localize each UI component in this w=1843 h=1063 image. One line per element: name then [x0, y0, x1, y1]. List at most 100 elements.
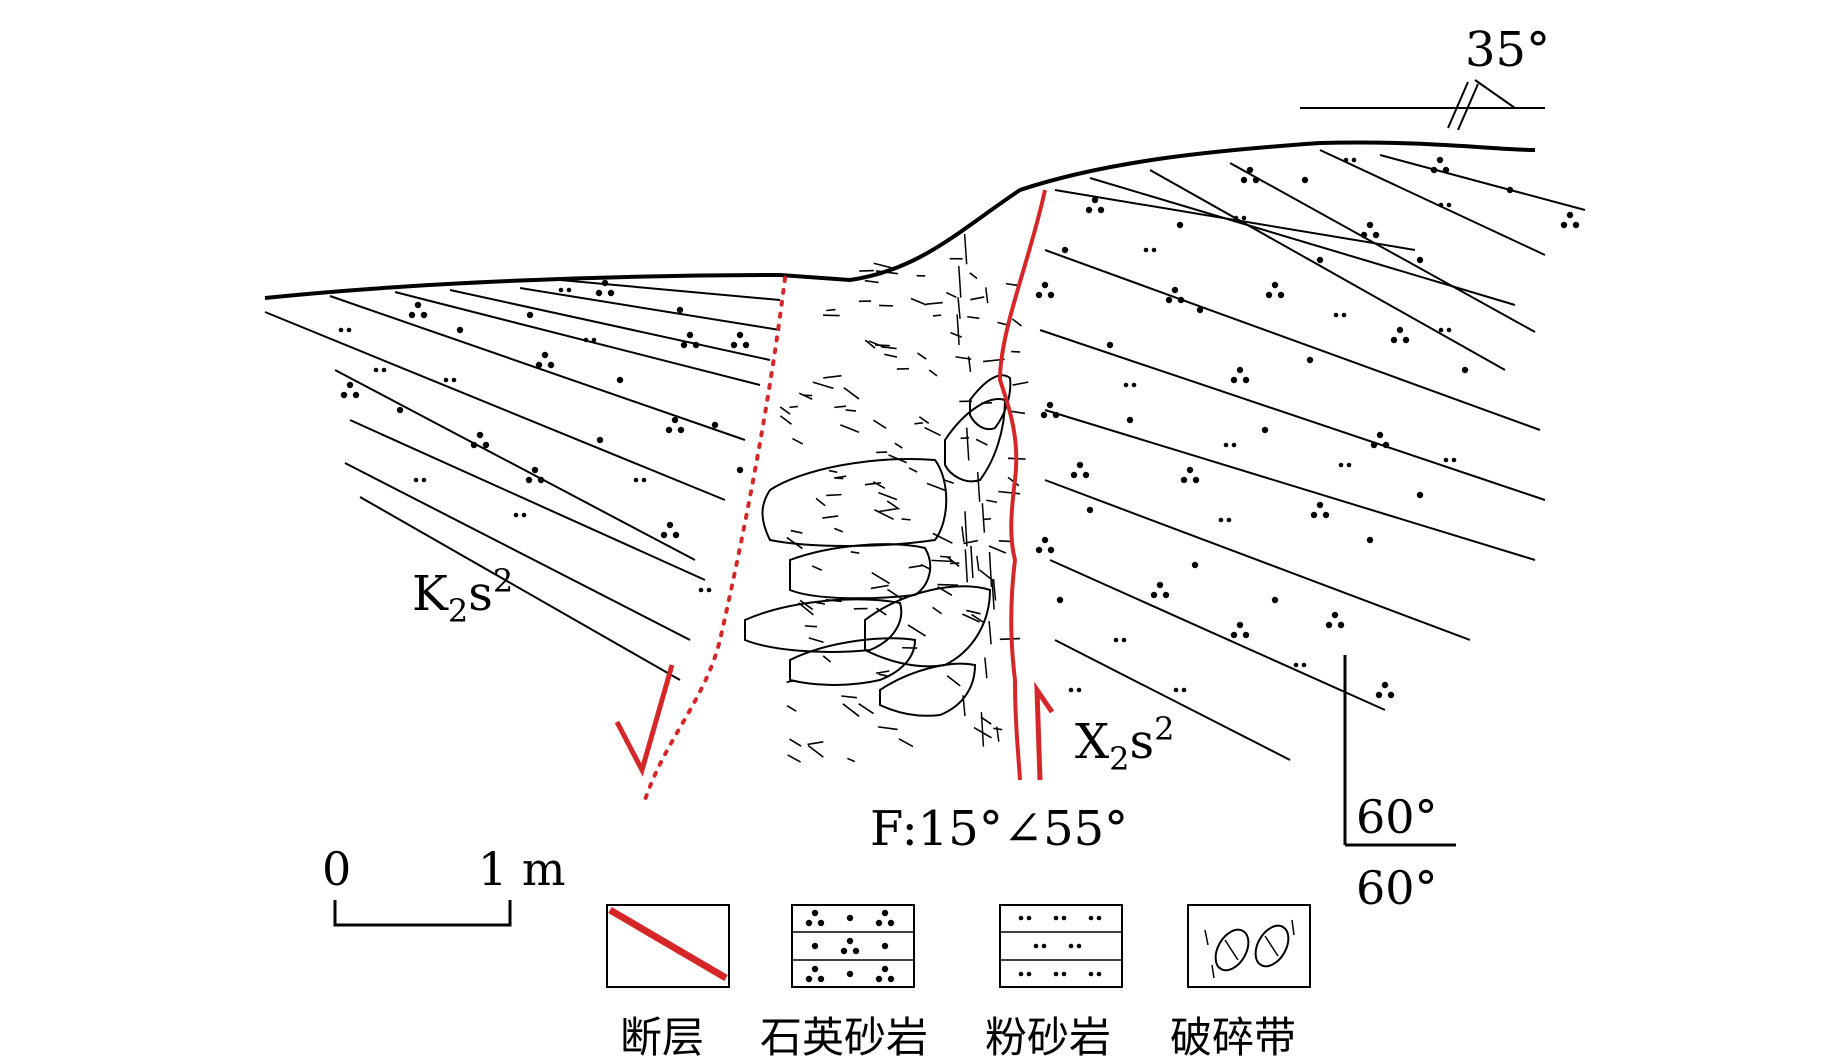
bedding-line — [1044, 479, 1471, 641]
breccia-shard — [961, 526, 965, 543]
rock-dot — [1366, 221, 1374, 229]
rock-dot — [1252, 176, 1260, 184]
rock-dot — [1370, 441, 1378, 449]
breccia-shard — [956, 314, 960, 345]
fault-right-solid — [997, 189, 1047, 781]
breccia-dash — [884, 353, 898, 358]
rock-dot — [1061, 246, 1069, 254]
rock-dot — [1035, 291, 1043, 299]
breccia-dash — [798, 602, 814, 616]
rock-dot — [1026, 915, 1032, 921]
rock-dot — [1333, 312, 1339, 318]
rock-dot — [1351, 157, 1357, 163]
rock-dot — [1053, 915, 1059, 921]
rock-dot — [846, 970, 854, 978]
breccia-dash — [918, 416, 930, 424]
breccia-dash — [937, 583, 959, 586]
rock-dot — [1331, 611, 1339, 619]
rock-dot — [672, 531, 680, 539]
bedding-line — [1054, 639, 1291, 761]
rock-dot — [817, 975, 825, 983]
breccia-dash — [786, 536, 803, 550]
rock-dot — [633, 477, 639, 483]
breccia-dash — [898, 738, 914, 748]
rock-dot — [1293, 662, 1299, 668]
breccia-shard — [967, 356, 972, 373]
breccia-dash — [834, 405, 847, 409]
rock-dot — [817, 919, 825, 927]
breccia-shard — [976, 472, 981, 502]
rock-dot — [1196, 306, 1204, 314]
breccia-dash — [1012, 381, 1029, 386]
breccia-fragment — [864, 585, 992, 668]
rock-dot — [1566, 211, 1574, 219]
rock-dot — [881, 942, 889, 950]
breccia-dash — [916, 352, 927, 360]
legend-item-siltstone: 粉砂岩 — [985, 904, 1123, 1062]
rock-dot — [686, 331, 694, 339]
breccia-dash — [946, 675, 961, 687]
breccia-shard — [988, 551, 993, 587]
rock-dot — [1231, 442, 1237, 448]
rock-dot — [535, 361, 543, 369]
breccia-dash — [792, 437, 804, 445]
rock-dot — [1091, 196, 1099, 204]
rock-dot — [1061, 915, 1067, 921]
fault-arrow-down — [614, 664, 675, 777]
rock-dot — [1246, 166, 1254, 174]
rock-dot — [1242, 376, 1250, 384]
rock-dot — [846, 914, 854, 922]
rock-dot — [1402, 336, 1410, 344]
rock-dot — [1026, 971, 1032, 977]
breccia-dash — [946, 556, 960, 568]
rock-dot — [875, 919, 883, 927]
rock-dot — [1375, 691, 1383, 699]
breccia-dash — [873, 509, 894, 521]
rock-dot — [373, 367, 379, 373]
rock-dot — [340, 391, 348, 399]
rock-dot — [346, 327, 352, 333]
rock-dot — [1233, 215, 1239, 221]
rock-symbols — [338, 156, 1580, 699]
breccia-fragment — [879, 662, 977, 717]
rock-dot — [680, 341, 688, 349]
rock-dot — [1070, 471, 1078, 479]
rock-dot — [1381, 681, 1389, 689]
rock-dot — [1177, 296, 1185, 304]
rock-dot — [346, 381, 354, 389]
breccia-dash — [823, 374, 842, 379]
breccia-dash — [878, 673, 888, 677]
breccia-dash — [894, 442, 903, 449]
breccia-dash — [779, 406, 791, 415]
rock-dot — [881, 909, 889, 917]
breccia-shard — [962, 695, 966, 717]
rock-dot — [1376, 431, 1384, 439]
breccia-dash — [843, 386, 860, 400]
top-attitude-symbol: 35° — [1300, 22, 1550, 131]
rock-dot — [887, 975, 895, 983]
bedding-line — [1229, 162, 1536, 333]
rock-dot — [1151, 247, 1157, 253]
rock-dot — [1186, 466, 1194, 474]
rock-dot — [1068, 943, 1074, 949]
bedding-line — [1039, 329, 1546, 501]
breccia-fragment — [744, 598, 903, 653]
breccia-dash — [920, 563, 931, 570]
rock-dot — [596, 436, 604, 444]
bedding-line — [1049, 559, 1386, 711]
rock-dot — [1346, 462, 1352, 468]
bedding-line — [1044, 409, 1536, 561]
breccia-dash — [825, 598, 842, 603]
rock-dot — [513, 512, 519, 518]
right-attitude-symbol: 60° 60° — [1343, 655, 1456, 915]
rock-dot — [1241, 215, 1247, 221]
rock-dot — [1068, 687, 1074, 693]
breccia-dash — [914, 422, 923, 425]
rock-dot — [482, 441, 490, 449]
breccia-dash — [841, 695, 857, 699]
rock-dot — [1173, 687, 1179, 693]
breccia-shard — [976, 555, 980, 571]
breccia-dash — [808, 637, 824, 644]
breccia-dash — [928, 369, 938, 377]
